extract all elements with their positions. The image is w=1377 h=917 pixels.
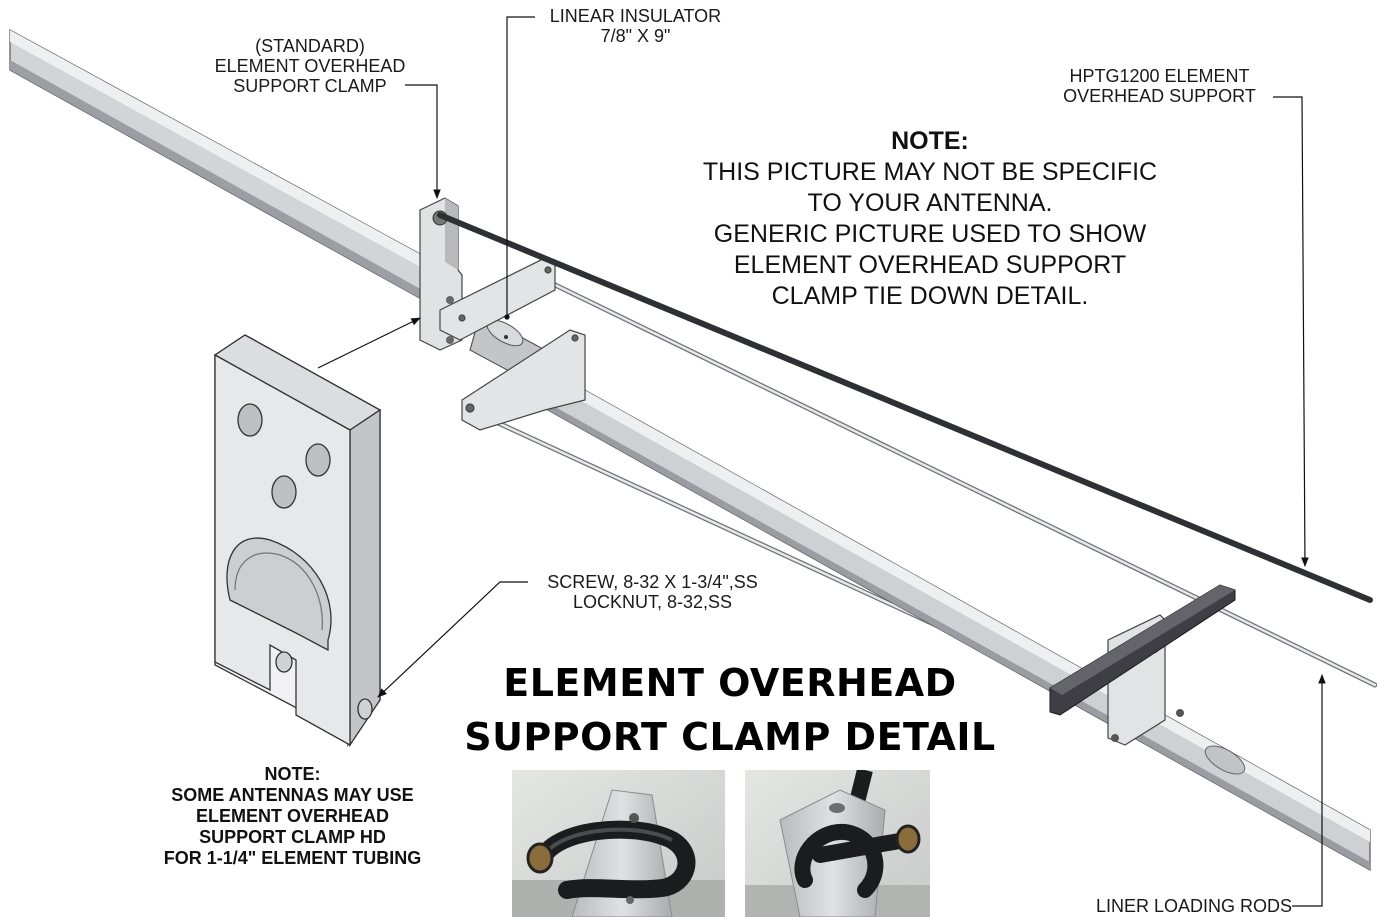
- overhead-support-cable: [437, 212, 1373, 603]
- leader-lines: [317, 16, 1326, 907]
- hd-clamp-block: [213, 334, 382, 748]
- note-hd-clamp: NOTE: SOME ANTENNAS MAY USE ELEMENT OVER…: [163, 764, 422, 868]
- element-tube-upper: [9, 28, 441, 306]
- photo-tie-down-right: [745, 770, 930, 917]
- label-hptg-support: HPTG1200 ELEMENT OVERHEAD SUPPORT: [1063, 66, 1256, 106]
- element-tube-main: [529, 364, 1371, 872]
- note-heading: NOTE:: [891, 127, 969, 155]
- label-screw-locknut: SCREW, 8-32 X 1-3/4",SS LOCKNUT, 8-32,SS: [547, 572, 758, 612]
- label-standard-clamp: (STANDARD) ELEMENT OVERHEAD SUPPORT CLAM…: [214, 36, 406, 96]
- insulator-brackets: [439, 257, 586, 431]
- spreader-plate: [1049, 584, 1236, 716]
- photo-tie-down-left: [512, 770, 725, 917]
- drawing-title: ELEMENT OVERHEAD SUPPORT CLAMP DETAIL: [464, 661, 996, 759]
- loading-rods: [467, 277, 1377, 713]
- label-linear-insulator: LINEAR INSULATOR 7/8" X 9": [549, 6, 722, 46]
- note-generic-picture: NOTE: THIS PICTURE MAY NOT BE SPECIFIC T…: [650, 126, 1210, 312]
- label-loading-rods: LINER LOADING RODS: [1095, 896, 1292, 916]
